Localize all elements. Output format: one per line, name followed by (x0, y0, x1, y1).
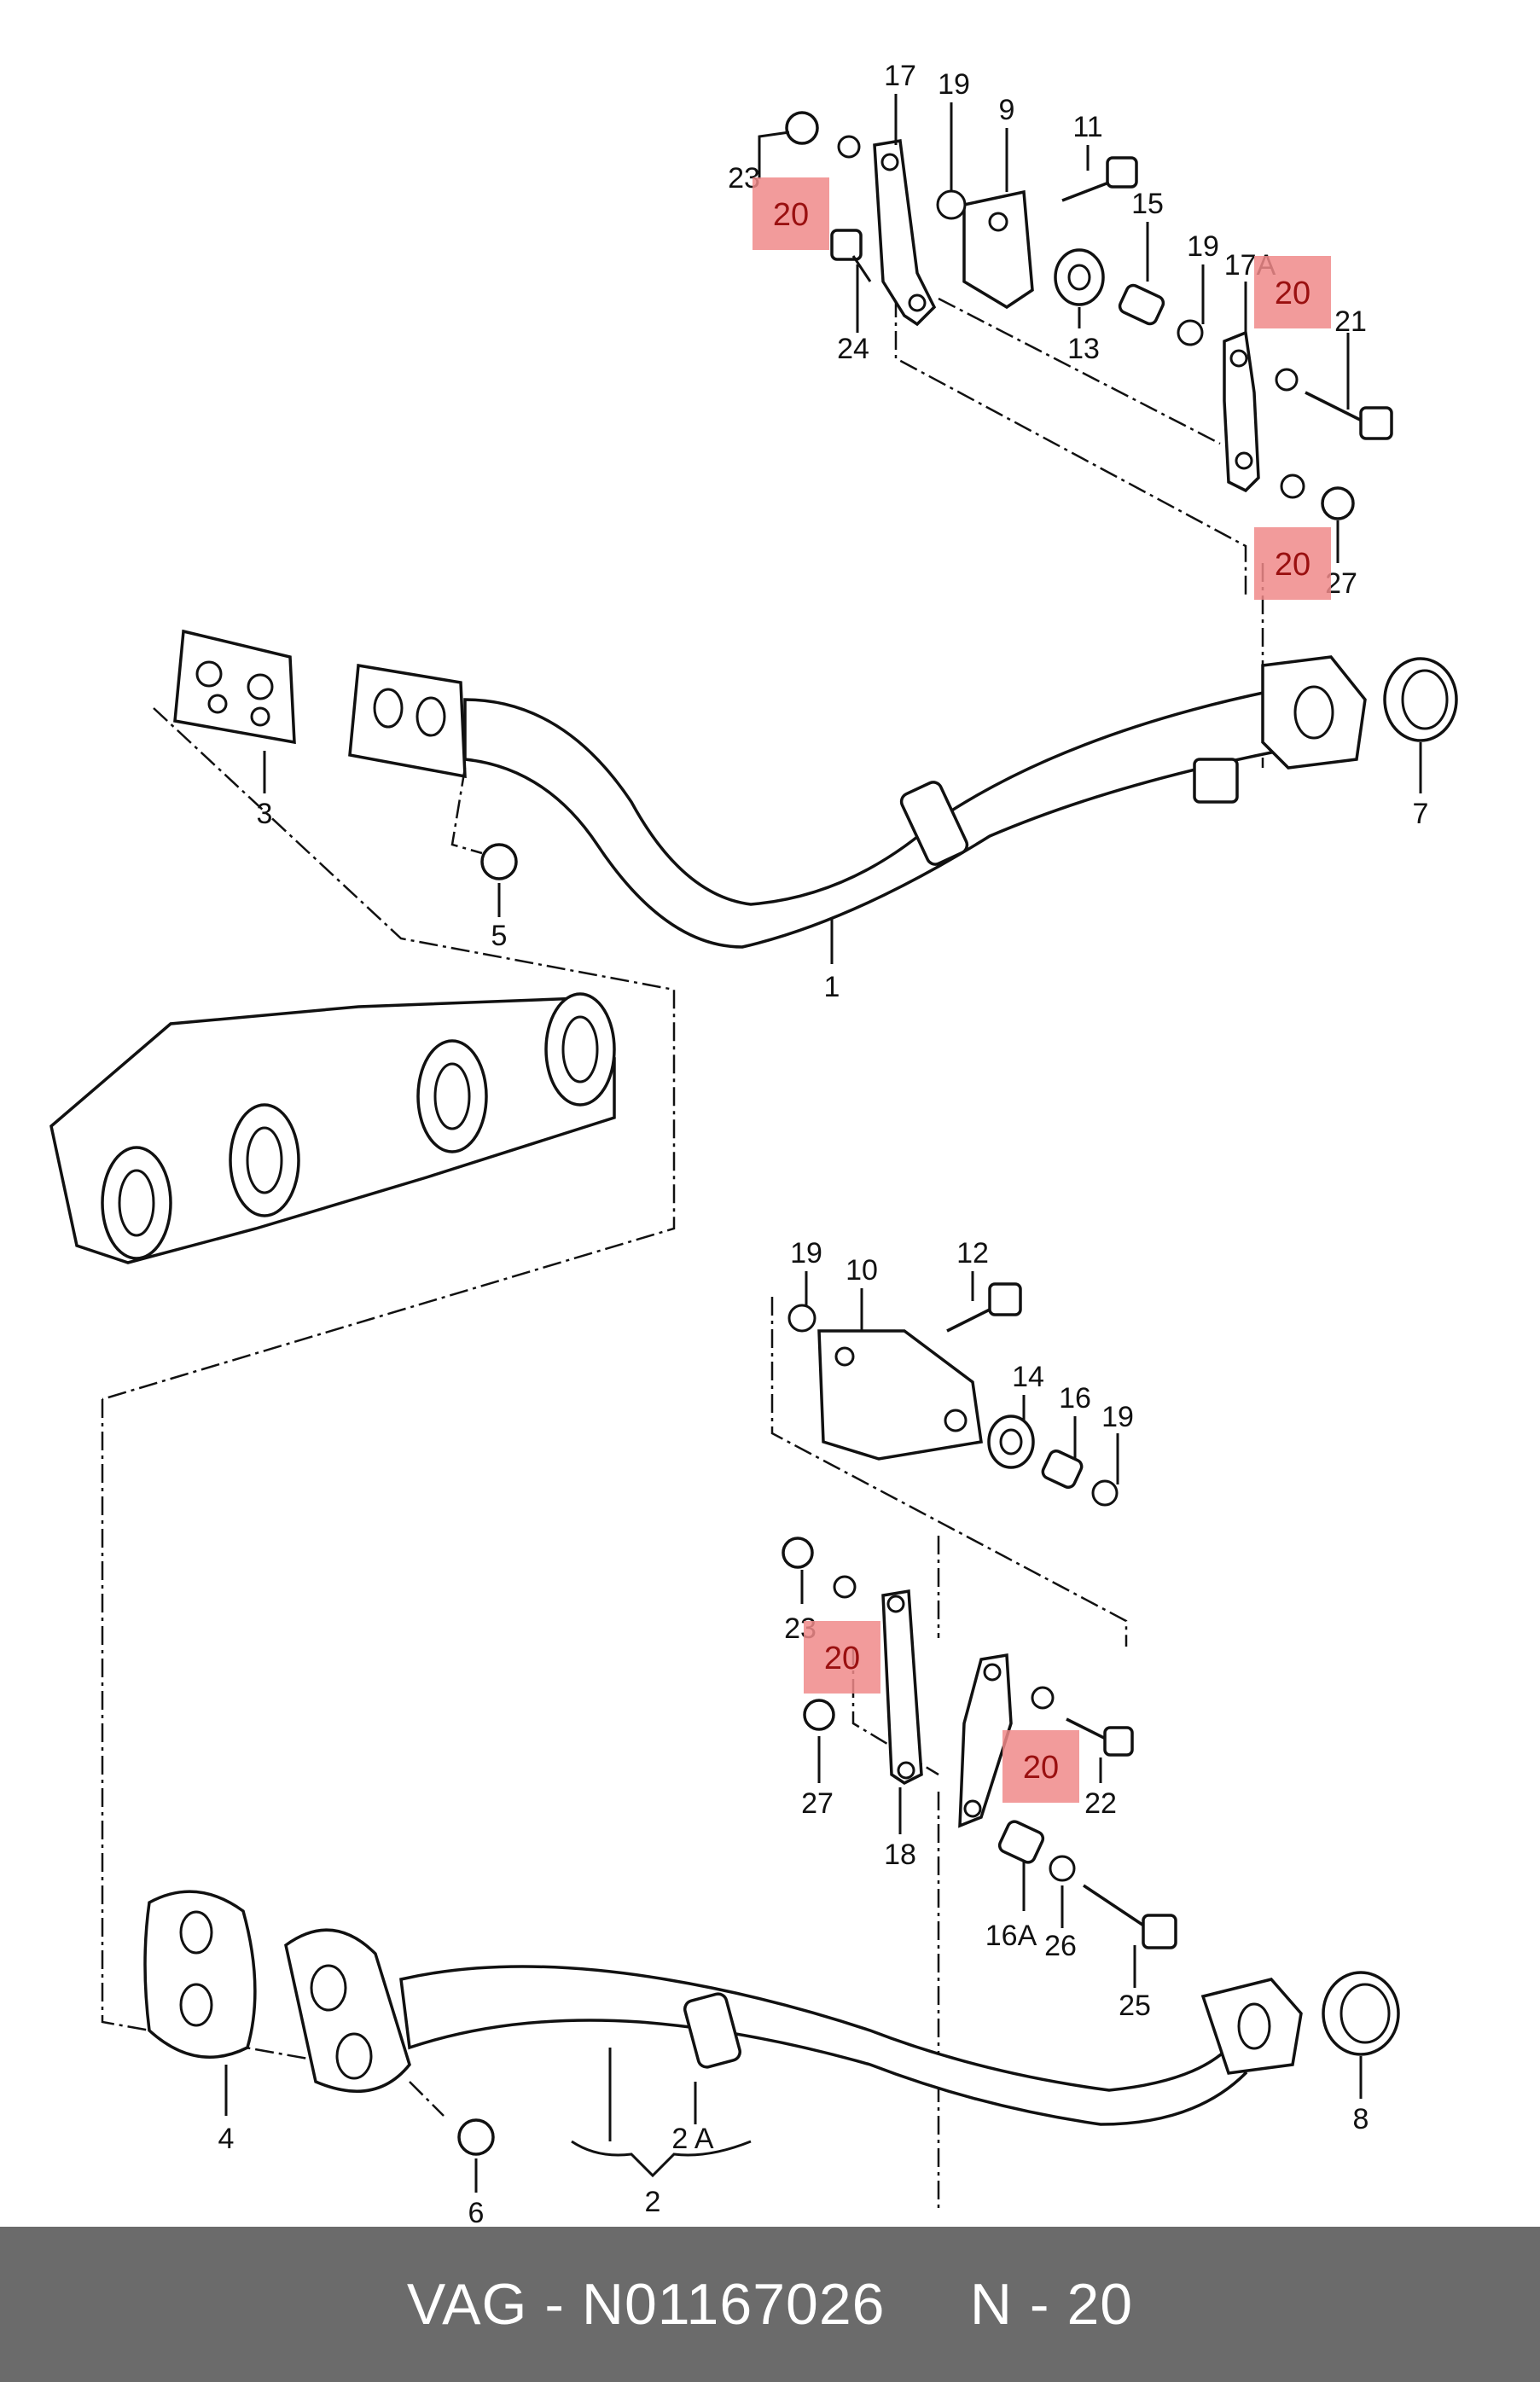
callout-25: 25 (1119, 1990, 1151, 2022)
highlight-20-bottom-left: 20 (804, 1621, 880, 1694)
callout-24: 24 (837, 333, 869, 365)
washer-20b (1275, 368, 1299, 392)
gasket-4 (143, 1890, 257, 2059)
bracket-9 (962, 189, 1034, 310)
nut-27 (1321, 486, 1355, 520)
strap-17a (1223, 330, 1260, 493)
callout-2: 2 (645, 2186, 661, 2218)
bolt-21 (1305, 391, 1366, 424)
washer-20d (833, 1575, 857, 1599)
callout-labels: 1 2 2 A 3 4 5 6 7 8 9 10 11 12 13 14 15 … (218, 60, 1429, 2227)
front-pipe-1 (463, 688, 1281, 949)
nut-27b (803, 1699, 835, 1731)
callout-17: 17 (884, 60, 916, 92)
bolt-22 (1066, 1717, 1110, 1742)
clamp-2a (683, 1992, 742, 2069)
callout-16a: 16A (985, 1920, 1037, 1952)
callout-13: 13 (1067, 333, 1100, 365)
svg-text:20: 20 (1275, 547, 1310, 583)
bracket-10 (817, 1329, 983, 1461)
strap-18 (881, 1589, 923, 1786)
highlight-20-top-left: 20 (753, 177, 829, 250)
callout-18: 18 (884, 1839, 916, 1871)
callout-19c: 19 (790, 1237, 822, 1269)
highlight-20-bottom-right: 20 (1002, 1730, 1079, 1803)
callout-10: 10 (846, 1254, 878, 1287)
washer-19d (1091, 1479, 1119, 1507)
clamp-pipe-1 (1193, 758, 1239, 804)
sleeve-16a (997, 1820, 1045, 1864)
callout-4: 4 (218, 2123, 235, 2155)
callout-19b: 19 (1187, 230, 1219, 263)
callout-7: 7 (1413, 798, 1429, 830)
washer-19b (1177, 319, 1204, 346)
washer-26 (1049, 1855, 1076, 1882)
callout-14: 14 (1012, 1361, 1044, 1393)
callout-19a: 19 (938, 68, 970, 101)
callout-8: 8 (1353, 2103, 1369, 2135)
svg-text:20: 20 (773, 197, 809, 233)
strap-17 (873, 138, 937, 327)
washer-20c (1280, 473, 1305, 499)
callout-12: 12 (956, 1237, 989, 1269)
callout-11: 11 (1072, 111, 1102, 143)
callout-27b: 27 (801, 1787, 834, 1820)
strap-22 (958, 1653, 1013, 1828)
callout-1: 1 (824, 971, 840, 1003)
washer-19c (787, 1304, 816, 1333)
bolt-25 (1083, 1884, 1148, 1930)
washer-20e (1031, 1686, 1055, 1710)
flange-pipe-1 (348, 663, 467, 779)
highlight-20-top-mid: 20 (1254, 527, 1331, 600)
part-number-caption: VAG - N01167026 N - 20 (406, 2272, 1134, 2337)
washer-19 (936, 189, 967, 220)
callout-6: 6 (468, 2197, 485, 2227)
callout-16: 16 (1059, 1382, 1091, 1415)
callout-2a: 2 A (671, 2123, 713, 2155)
callout-26: 26 (1044, 1930, 1077, 1962)
footer-bar: VAG - N01167026 N - 20 (0, 2227, 1540, 2382)
washer-20 (837, 135, 861, 159)
nut-5 (480, 843, 518, 880)
callout-9: 9 (999, 94, 1015, 126)
callout-22: 22 (1084, 1787, 1117, 1820)
nut-6 (457, 2118, 495, 2156)
callout-5: 5 (491, 920, 508, 952)
highlight-20-top-right: 20 (1254, 256, 1331, 328)
bolt-24 (830, 229, 863, 261)
svg-text:20: 20 (824, 1641, 860, 1676)
sleeve-16 (1041, 1450, 1084, 1489)
exhaust-parts-diagram: 1 2 2 A 3 4 5 6 7 8 9 10 11 12 13 14 15 … (49, 60, 1458, 2227)
gasket-3 (173, 629, 296, 745)
svg-text:20: 20 (1275, 276, 1310, 311)
sleeve-15 (1118, 283, 1165, 326)
nut-23b (782, 1537, 814, 1569)
callout-19d: 19 (1101, 1401, 1134, 1433)
svg-text:20: 20 (1023, 1750, 1059, 1786)
callout-15: 15 (1131, 188, 1164, 220)
nut-23 (785, 111, 819, 145)
callout-3: 3 (257, 798, 273, 830)
callout-21: 21 (1334, 305, 1367, 338)
leader-lines (224, 94, 1422, 2193)
